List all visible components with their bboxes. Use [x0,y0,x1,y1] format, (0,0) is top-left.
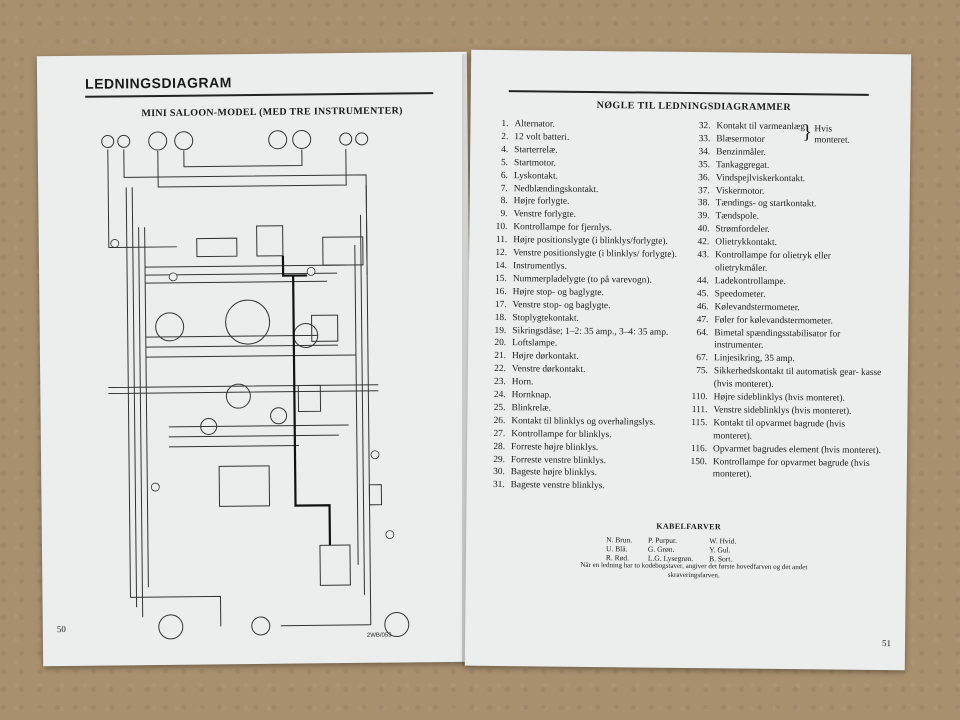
diagram-code: 2WB/053 [367,633,392,639]
cable-color: U. Blå. [605,544,628,554]
cable-colors-col: N. Brun. U. Blå. R. Rød. [606,535,632,562]
cable-color: W. Hvid. [709,536,737,546]
cable-colors-title: KABELFARVER [656,521,722,532]
title-rule [85,92,434,98]
page-title: LEDNINGSDIAGRAM [85,74,232,92]
left-page: LEDNINGSDIAGRAM MINI SALOON-MODEL (MED T… [36,51,474,667]
cable-colors-grid: N. Brun. U. Blå. R. Rød. P. Purpur. G. G… [606,535,751,564]
cable-colors-col: W. Hvid. Y. Gul. B. Sort. [709,536,736,563]
diagram-subtitle: MINI SALOON-MODEL (MED TRE INSTRUMENTER) [141,105,403,120]
cable-color: N. Brun. [606,535,633,545]
key-item: 43.Kontrollampe for olietryk eller oliet… [697,250,832,274]
key-title: NØGLE TIL LEDNINGSDIAGRAMMER [596,100,792,114]
brace-note: } Hvis monteret. [802,121,862,147]
cable-color: G. Grøn. [647,544,675,554]
brace-glyph: } [802,121,813,144]
cable-note: Når en ledning har to kodebogstaver, ang… [580,560,808,579]
header-rule [508,90,869,96]
key-list-col1: 1.Alternator. 2.12 volt batteri. 4.Start… [479,118,693,494]
page-number-left: 50 [56,623,66,635]
brace-note-text: Hvis monteret. [814,124,850,146]
key-item: 31.Bageste venstre blinklys. [492,480,605,492]
page-number-right: 51 [881,638,892,649]
cable-colors-col: P. Purpur. G. Grøn. L.G. Lysegrøn. [648,536,694,563]
key-item: 64.Bimetal spændingsstabilisator for ins… [696,327,841,352]
key-item: 115.Kontakt til opvarmet bagrude (hvis m… [691,417,846,442]
key-list-col2: 32.Kontakt til varmeanlæg 33.Blæsermotor… [681,120,885,483]
right-page: NØGLE TIL LEDNINGSDIAGRAMMER 1.Alternato… [464,49,912,671]
cable-color: Y. Gul. [709,545,731,555]
key-item: 150.Kontrollampe for opvarmet bagrude (h… [690,456,870,481]
wiring-diagram: 2WB/053 [101,129,410,640]
cable-color: P. Purpur. [647,535,678,545]
key-item: 75.Sikkerhedskontakt til automatisk gear… [696,366,882,391]
